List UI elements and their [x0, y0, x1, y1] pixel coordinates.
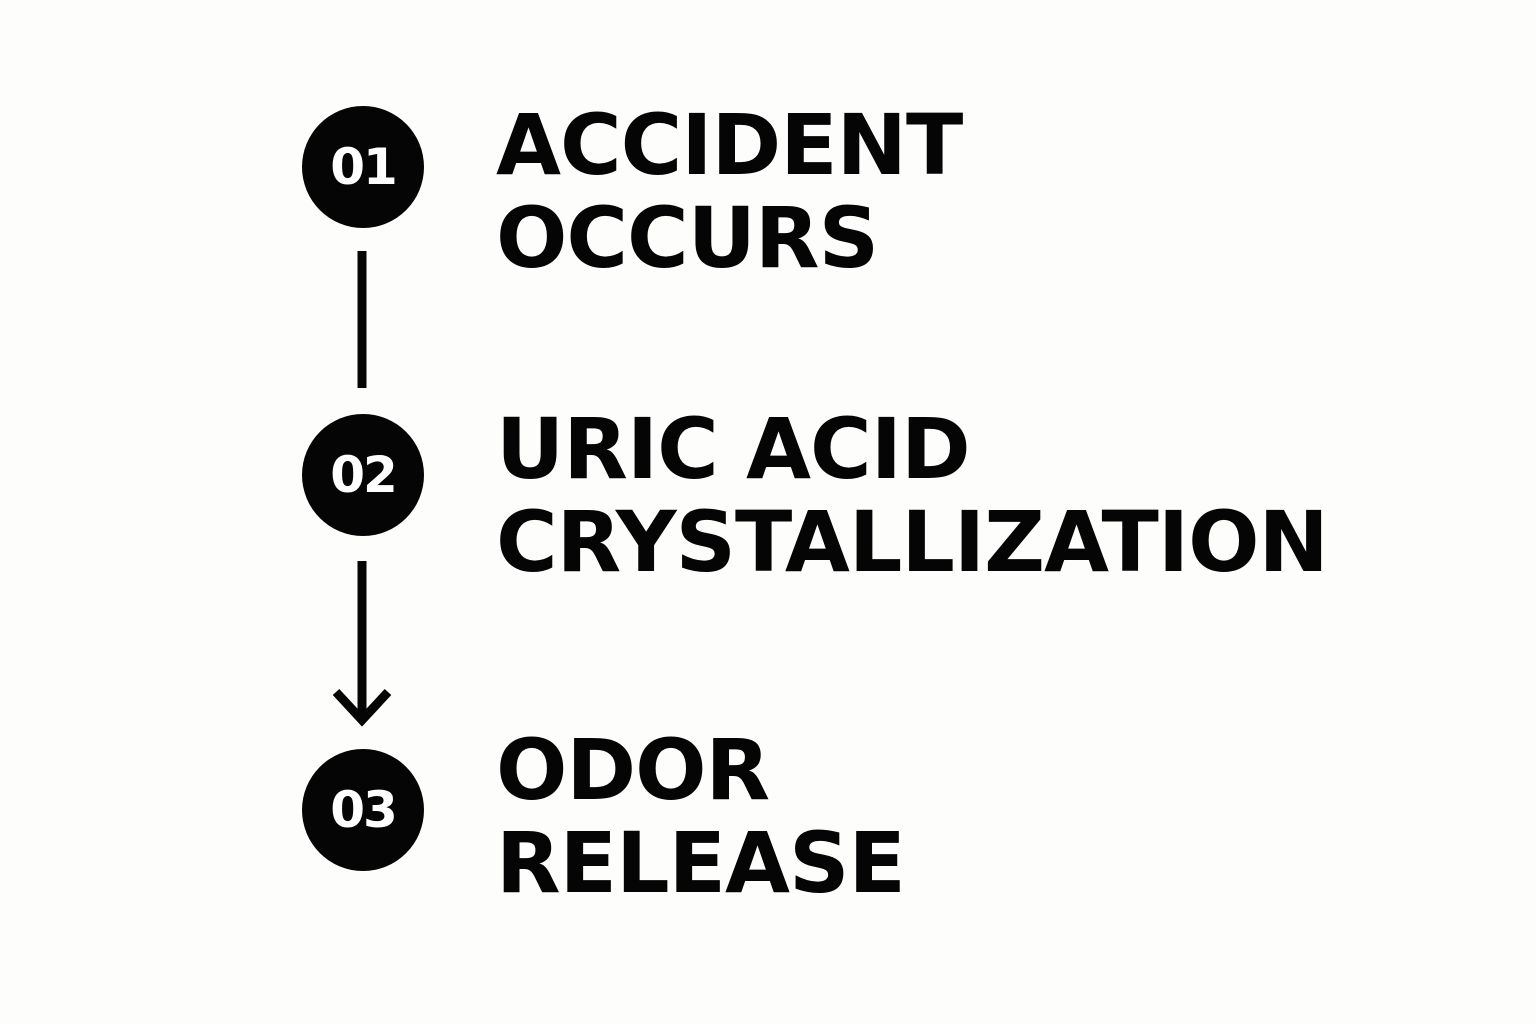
step-3-title: ODOR RELEASE — [496, 721, 906, 912]
down-arrow-icon — [332, 688, 392, 727]
step-2-number: 02 — [330, 446, 398, 504]
step-1-number-badge: 01 — [302, 106, 424, 228]
step-2-title-line-1: URIC ACID — [496, 400, 971, 498]
step-2-title: URIC ACID CRYSTALLIZATION — [496, 400, 1329, 591]
step-1-number: 01 — [330, 138, 398, 196]
step-3-number-badge: 03 — [302, 749, 424, 871]
step-1-title-line-2: OCCURS — [496, 189, 879, 287]
step-2-number-badge: 02 — [302, 414, 424, 536]
step-3-title-line-2: RELEASE — [496, 814, 906, 912]
step-3-number: 03 — [330, 781, 398, 839]
step-2-title-line-2: CRYSTALLIZATION — [496, 493, 1329, 591]
step-1-title: ACCIDENT OCCURS — [496, 96, 963, 287]
step-3-title-line-1: ODOR — [496, 721, 770, 819]
step-1-title-line-1: ACCIDENT — [496, 96, 963, 194]
